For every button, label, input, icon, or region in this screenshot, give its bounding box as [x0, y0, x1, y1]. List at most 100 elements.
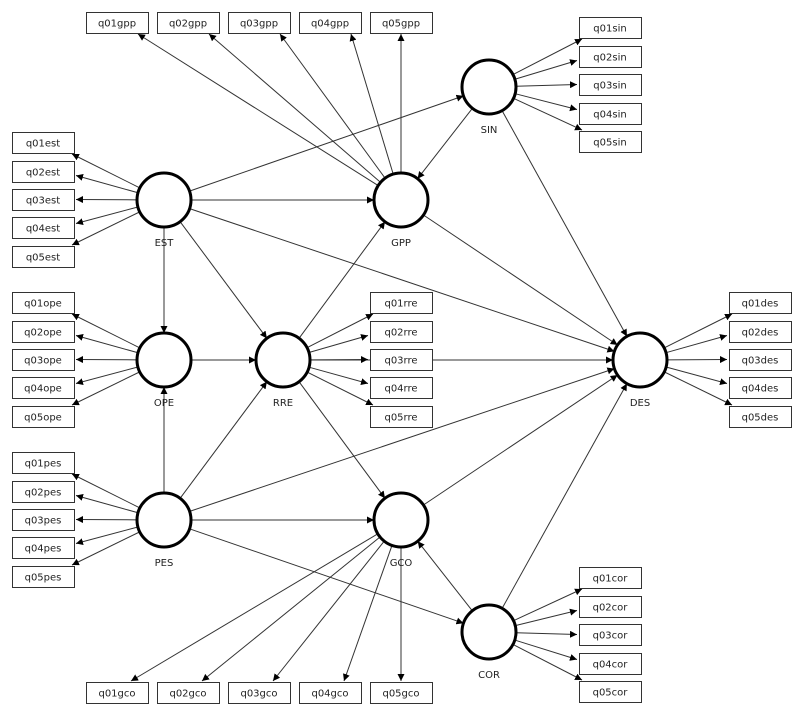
latent-node-est[interactable]: EST — [135, 171, 193, 249]
indicator-rect[interactable] — [12, 377, 75, 399]
indicator-box-q03gpp[interactable]: q03gpp — [228, 12, 291, 34]
indicator-rect[interactable] — [12, 349, 75, 371]
indicator-rect[interactable] — [370, 292, 433, 314]
indicator-box-q03ope[interactable]: q03ope — [12, 349, 75, 371]
indicator-box-q04sin[interactable]: q04sin — [579, 103, 642, 125]
indicator-box-q03rre[interactable]: q03rre — [370, 349, 433, 371]
indicator-box-q01cor[interactable]: q01cor — [579, 567, 642, 589]
latent-circle[interactable] — [254, 331, 312, 389]
indicator-box-q05des[interactable]: q05des — [729, 406, 792, 428]
indicator-box-q03est[interactable]: q03est — [12, 189, 75, 211]
indicator-box-q01pes[interactable]: q01pes — [12, 452, 75, 474]
indicator-box-q03pes[interactable]: q03pes — [12, 509, 75, 531]
latent-circle[interactable] — [135, 331, 193, 389]
indicator-rect[interactable] — [299, 12, 362, 34]
indicator-box-q02rre[interactable]: q02rre — [370, 321, 433, 343]
latent-node-sin[interactable]: SIN — [460, 58, 518, 136]
latent-node-des[interactable]: DES — [611, 331, 669, 409]
indicator-rect[interactable] — [579, 103, 642, 125]
indicator-box-q04gco[interactable]: q04gco — [299, 682, 362, 704]
indicator-box-q02pes[interactable]: q02pes — [12, 481, 75, 503]
indicator-rect[interactable] — [729, 321, 792, 343]
indicator-rect[interactable] — [729, 377, 792, 399]
indicator-rect[interactable] — [157, 682, 220, 704]
indicator-box-q05gco[interactable]: q05gco — [370, 682, 433, 704]
indicator-box-q04est[interactable]: q04est — [12, 217, 75, 239]
indicator-box-q01gco[interactable]: q01gco — [86, 682, 149, 704]
indicator-box-q05est[interactable]: q05est — [12, 246, 75, 268]
indicator-rect[interactable] — [157, 12, 220, 34]
indicator-box-q03des[interactable]: q03des — [729, 349, 792, 371]
indicator-rect[interactable] — [228, 682, 291, 704]
indicator-rect[interactable] — [12, 217, 75, 239]
indicator-rect[interactable] — [579, 74, 642, 96]
indicator-box-q04des[interactable]: q04des — [729, 377, 792, 399]
indicator-rect[interactable] — [86, 682, 149, 704]
latent-node-pes[interactable]: PES — [135, 491, 193, 569]
indicator-rect[interactable] — [12, 481, 75, 503]
latent-node-gco[interactable]: GCO — [372, 491, 430, 569]
latent-node-ope[interactable]: OPE — [135, 331, 193, 409]
indicator-box-q01sin[interactable]: q01sin — [579, 17, 642, 39]
indicator-box-q04rre[interactable]: q04rre — [370, 377, 433, 399]
indicator-rect[interactable] — [12, 406, 75, 428]
indicator-rect[interactable] — [370, 377, 433, 399]
indicator-rect[interactable] — [299, 682, 362, 704]
indicator-box-q05sin[interactable]: q05sin — [579, 131, 642, 153]
indicator-box-q05gpp[interactable]: q05gpp — [370, 12, 433, 34]
latent-circle[interactable] — [135, 491, 193, 549]
indicator-rect[interactable] — [729, 349, 792, 371]
indicator-rect[interactable] — [12, 321, 75, 343]
indicator-rect[interactable] — [579, 567, 642, 589]
indicator-rect[interactable] — [729, 292, 792, 314]
indicator-rect[interactable] — [12, 566, 75, 588]
indicator-box-q01est[interactable]: q01est — [12, 132, 75, 154]
indicator-rect[interactable] — [579, 624, 642, 646]
indicator-rect[interactable] — [370, 682, 433, 704]
indicator-box-q01ope[interactable]: q01ope — [12, 292, 75, 314]
indicator-rect[interactable] — [579, 653, 642, 675]
latent-circle[interactable] — [372, 491, 430, 549]
indicator-rect[interactable] — [579, 17, 642, 39]
indicator-box-q02sin[interactable]: q02sin — [579, 46, 642, 68]
indicator-box-q04gpp[interactable]: q04gpp — [299, 12, 362, 34]
latent-circle[interactable] — [372, 171, 430, 229]
indicator-rect[interactable] — [12, 452, 75, 474]
indicator-rect[interactable] — [12, 132, 75, 154]
indicator-box-q05ope[interactable]: q05ope — [12, 406, 75, 428]
indicator-rect[interactable] — [579, 131, 642, 153]
indicator-box-q02cor[interactable]: q02cor — [579, 596, 642, 618]
indicator-rect[interactable] — [370, 349, 433, 371]
indicator-rect[interactable] — [12, 161, 75, 183]
indicator-box-q04cor[interactable]: q04cor — [579, 653, 642, 675]
indicator-rect[interactable] — [729, 406, 792, 428]
indicator-box-q01rre[interactable]: q01rre — [370, 292, 433, 314]
indicator-box-q02des[interactable]: q02des — [729, 321, 792, 343]
indicator-rect[interactable] — [12, 509, 75, 531]
indicator-box-q02gco[interactable]: q02gco — [157, 682, 220, 704]
indicator-rect[interactable] — [228, 12, 291, 34]
indicator-rect[interactable] — [370, 321, 433, 343]
indicator-box-q02ope[interactable]: q02ope — [12, 321, 75, 343]
latent-circle[interactable] — [611, 331, 669, 389]
indicator-rect[interactable] — [579, 46, 642, 68]
indicator-box-q03sin[interactable]: q03sin — [579, 74, 642, 96]
indicator-box-q02est[interactable]: q02est — [12, 161, 75, 183]
latent-circle[interactable] — [460, 58, 518, 116]
indicator-box-q03cor[interactable]: q03cor — [579, 624, 642, 646]
latent-circle[interactable] — [135, 171, 193, 229]
indicator-rect[interactable] — [12, 189, 75, 211]
indicator-box-q01gpp[interactable]: q01gpp — [86, 12, 149, 34]
indicator-box-q04pes[interactable]: q04pes — [12, 537, 75, 559]
indicator-box-q01des[interactable]: q01des — [729, 292, 792, 314]
indicator-box-q03gco[interactable]: q03gco — [228, 682, 291, 704]
indicator-rect[interactable] — [370, 406, 433, 428]
indicator-box-q05rre[interactable]: q05rre — [370, 406, 433, 428]
indicator-rect[interactable] — [12, 537, 75, 559]
indicator-rect[interactable] — [12, 246, 75, 268]
indicator-box-q05cor[interactable]: q05cor — [579, 681, 642, 703]
indicator-box-q05pes[interactable]: q05pes — [12, 566, 75, 588]
indicator-rect[interactable] — [579, 681, 642, 703]
indicator-rect[interactable] — [12, 292, 75, 314]
indicator-rect[interactable] — [579, 596, 642, 618]
